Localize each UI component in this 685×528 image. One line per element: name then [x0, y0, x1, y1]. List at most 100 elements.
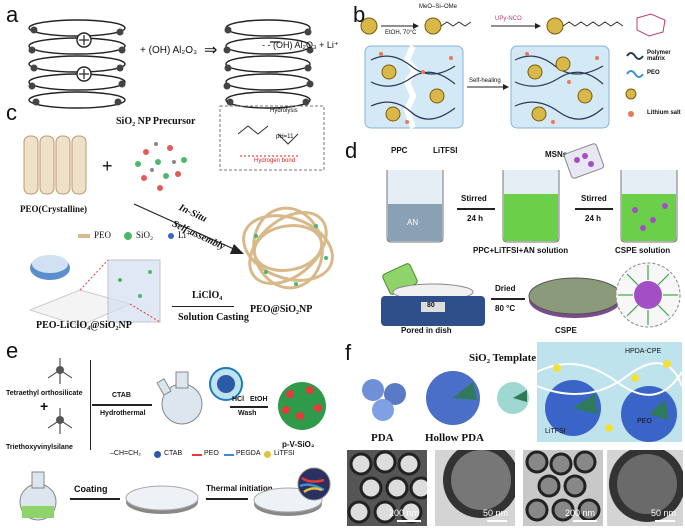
dry-arrow	[491, 298, 525, 300]
msns-beaker	[563, 143, 605, 179]
coating-disk	[125, 485, 199, 514]
reagent2-text: UPy-NCO	[495, 16, 522, 22]
panel-b-label: b	[353, 2, 366, 27]
tem-image-3: 200 nm	[523, 450, 603, 526]
hpda-cpe-label: HPDA-CPE	[625, 348, 662, 355]
dried-label: Dried	[495, 284, 516, 293]
stir-arrow-2	[575, 208, 613, 210]
silane-structures	[47, 358, 73, 434]
panel-e-label: e	[6, 338, 19, 363]
hotplate-temp: 80	[427, 302, 435, 309]
self-healing-label: Self-healing	[469, 78, 501, 84]
peo-sio2np-label: PEO@SiO₂NP	[250, 304, 313, 315]
c-legend: PEO SiO₂ Li⁺	[78, 230, 218, 244]
panel-f: f PDA Hollow PDA SiO₂ Template HPDA-CPE …	[345, 338, 685, 528]
coating-flask	[19, 471, 57, 521]
coating-arrow	[70, 498, 120, 500]
arrow-to-flask	[92, 404, 152, 406]
hotplate-drawing	[381, 263, 485, 326]
p-v-sio2-label: p-V-SiO₂	[282, 440, 315, 449]
pda-label: PDA	[371, 432, 394, 444]
thermal-label: Thermal initiation	[206, 484, 273, 493]
e-legend: –CH=CH₂ CTAB PEO PEGDA LiTFSI	[110, 450, 340, 464]
casting-arrow	[172, 306, 234, 307]
self-healing-diagram	[364, 44, 610, 129]
template-label: SiO₂ Template	[469, 352, 537, 364]
condition-text: EtOH, 70°C	[385, 30, 417, 36]
legend-sio2-dot	[124, 232, 132, 240]
panel-a: a + (OH) Al₂O₃ ⇒	[0, 0, 340, 120]
scalebar-line-3	[573, 520, 597, 522]
msns-label: MSNs	[545, 150, 568, 159]
scalebar-line-2	[487, 520, 507, 522]
solution2-label: CSPE solution	[615, 246, 671, 255]
legend-ctab: CTAB	[164, 450, 183, 457]
hydrolysis-box	[219, 105, 325, 171]
beaker-an	[386, 170, 444, 243]
hbond-label: Hydrogen bond	[254, 158, 296, 164]
hydrolysis-label: Hydrolysis	[270, 108, 298, 114]
helix-right-diagram	[223, 19, 314, 109]
tem-shell-2	[443, 450, 515, 518]
stirred1-label: Stirred	[461, 194, 487, 203]
hpda-cpe-scene	[537, 342, 682, 442]
an-label: AN	[407, 218, 419, 227]
cspe-label: CSPE	[555, 326, 577, 335]
legend-pegda-line	[224, 454, 234, 456]
precursor-label: SiO₂ NP Precursor	[116, 116, 196, 127]
peo-label: PEO	[637, 418, 652, 425]
peo-crystal-label: PEO(Crystalline)	[20, 204, 87, 214]
thermal-arrow	[206, 498, 248, 500]
tem-shell-4	[609, 450, 683, 522]
pored-label: Pored in dish	[401, 326, 452, 335]
coating-label: Coating	[74, 484, 108, 494]
hollow-pda-label: Hollow PDA	[425, 432, 484, 444]
legend-li-dot	[168, 233, 174, 239]
legend-peo-swatch	[78, 234, 90, 238]
pda-spheres	[362, 379, 406, 421]
hollow-pda-sphere	[426, 371, 480, 425]
precursor-cluster	[135, 142, 187, 191]
tem-image-1: 200 nm	[347, 450, 427, 526]
scalebar-1: 200 nm	[389, 508, 420, 518]
ctab-cond-label: CTAB	[112, 392, 131, 399]
panel-f-label: f	[345, 340, 352, 365]
panel-c-label: c	[6, 100, 17, 125]
panel-d: d PPC LiTFSI AN Stirred 24 h MSNs Stirre…	[345, 138, 685, 338]
b-legend-icons	[625, 52, 644, 117]
msn-particle-zoom	[615, 262, 681, 328]
peo-sio2-ball	[242, 206, 334, 290]
tem-image-2: 50 nm	[435, 450, 515, 526]
wash-label: Wash	[238, 410, 257, 417]
scalebar-2: 50 nm	[483, 508, 509, 518]
panel-d-label: d	[345, 138, 358, 163]
insitu-arrow	[133, 203, 244, 254]
peo-licl-sio2-label: PEO-LiClO₄@SiO₂NP	[36, 320, 132, 331]
licl-label: LiClO₄	[192, 290, 223, 301]
dried-temp-label: 80 °C	[495, 304, 516, 313]
p-v-sio2-particle	[278, 382, 326, 430]
legend-li-text: Li⁺	[178, 230, 191, 240]
peo-crystal-drawing	[23, 135, 87, 195]
reactant-text: + (OH) Al₂O₃	[140, 45, 198, 56]
cspe-film	[528, 277, 622, 318]
tem-hollow-spheres-3	[525, 450, 601, 522]
panel-a-label: a	[6, 2, 19, 27]
panel-e: e Tetraethyl orthosilicate + Triethoxyvi…	[0, 338, 340, 528]
legend-peo-text: PEO	[94, 230, 112, 240]
scalebar-3: 200 nm	[565, 508, 596, 518]
final-disk	[253, 467, 331, 516]
tem-image-4: 50 nm	[607, 450, 683, 526]
beaker-green-2	[620, 170, 678, 243]
litfsi-label: LiTFSI	[545, 428, 566, 435]
helix-left-diagram	[28, 19, 126, 109]
legend-pegda: PEGDA	[236, 450, 261, 457]
time1-label: 24 h	[467, 214, 484, 223]
reaction-scheme	[360, 13, 666, 37]
bracket-line	[90, 360, 91, 450]
scalebar-line-4	[655, 520, 675, 522]
template-sphere	[497, 382, 529, 414]
tevs-label: Triethoxyvinylsilane	[6, 444, 73, 451]
product-text: - - (OH) Al₂O₃ + Li⁺	[262, 40, 339, 50]
etoh-label: EtOH	[250, 396, 268, 403]
